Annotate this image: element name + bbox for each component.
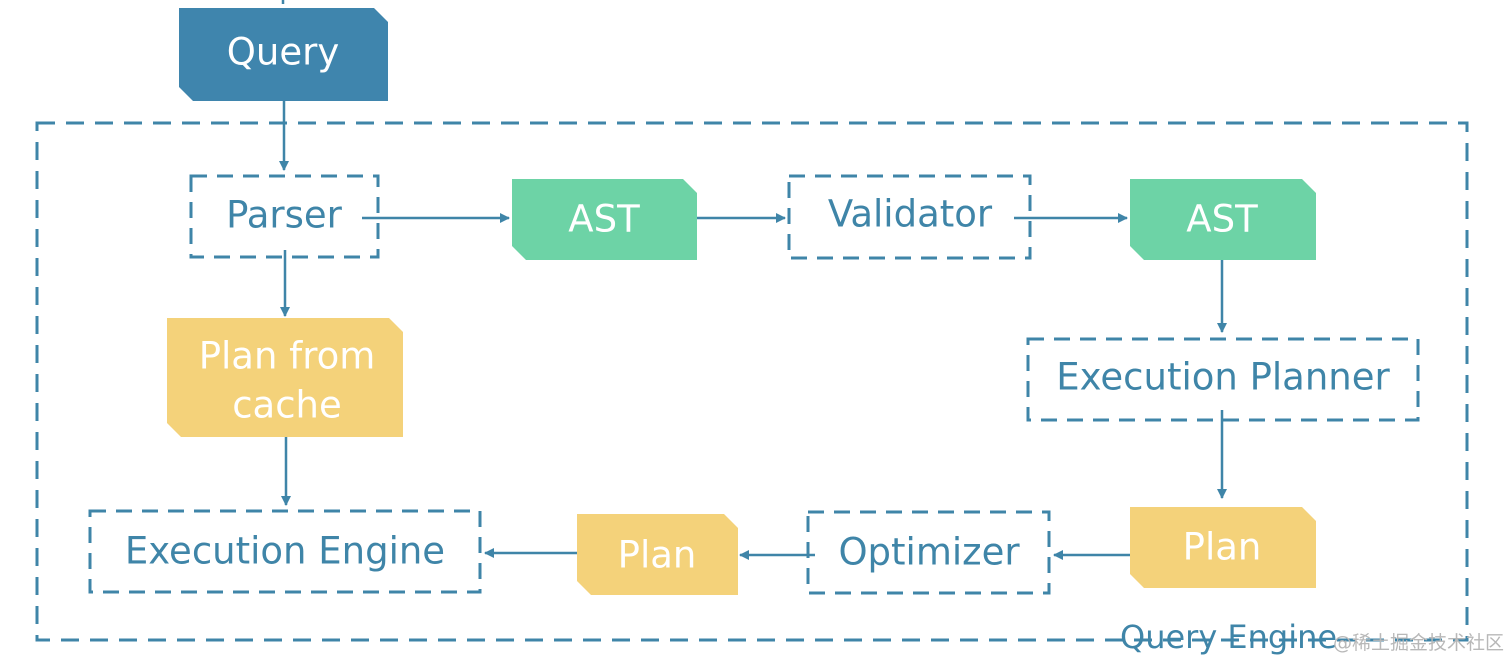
ast-node-2: AST (1130, 179, 1316, 260)
plan-from-cache-label-line1: Plan from (199, 335, 376, 378)
execution-planner-box (1026, 337, 1420, 422)
parser-label: Parser (226, 194, 343, 237)
plan-label-2: Plan (618, 534, 697, 577)
optimizer-box (806, 510, 1051, 595)
plan-from-cache-label-line2: cache (232, 384, 342, 427)
ast-shape-1 (512, 179, 697, 260)
execution-engine-label: Execution Engine (125, 530, 445, 573)
ast-node-1: AST (512, 179, 697, 260)
plan-shape-1 (1130, 507, 1316, 588)
execution-planner-node: Execution Planner (1026, 337, 1420, 422)
execution-planner-label: Execution Planner (1056, 356, 1390, 399)
query-shape (179, 8, 388, 101)
edges (279, 0, 1227, 560)
execution-engine-node: Execution Engine (88, 509, 482, 594)
validator-node: Validator (787, 174, 1032, 260)
ast-label-2: AST (1186, 198, 1258, 241)
parser-node: Parser (189, 174, 380, 259)
validator-label: Validator (828, 193, 993, 236)
query-engine-container (35, 121, 1469, 642)
validator-box (787, 174, 1032, 260)
plan-node-2: Plan (577, 514, 738, 595)
ast-label-1: AST (568, 198, 640, 241)
plan-from-cache-shape (167, 318, 403, 437)
query-node: Query (179, 8, 388, 101)
query-engine-label: Query Engine (1120, 618, 1338, 656)
parser-box (189, 174, 380, 259)
ast-shape-2 (1130, 179, 1316, 260)
plan-label-1: Plan (1183, 526, 1262, 569)
plan-shape-2 (577, 514, 738, 595)
query-label: Query (227, 31, 339, 74)
watermark-text: @稀土掘金技术社区 (1333, 632, 1505, 654)
optimizer-label: Optimizer (838, 531, 1020, 574)
optimizer-node: Optimizer (806, 510, 1051, 595)
execution-engine-box (88, 509, 482, 594)
plan-node-1: Plan (1130, 507, 1316, 588)
plan-from-cache-node: Plan from cache (167, 318, 403, 437)
